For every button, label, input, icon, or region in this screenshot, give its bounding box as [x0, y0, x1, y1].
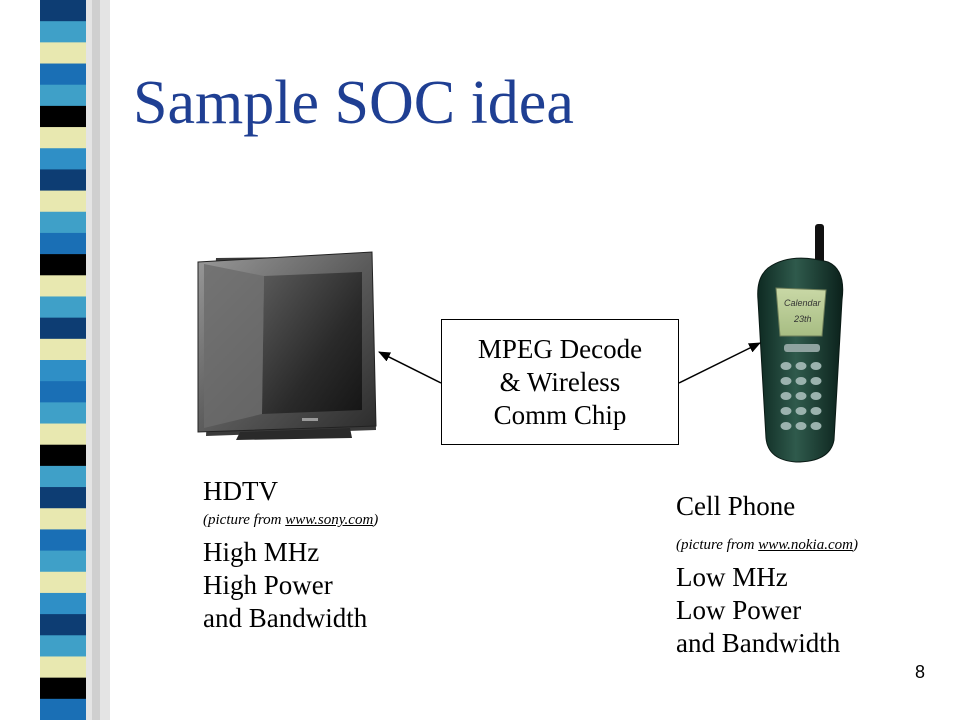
phone-spec-1: Low MHz: [676, 562, 788, 592]
stripe-block: [40, 444, 86, 467]
phone-key: [780, 377, 792, 385]
phone-credit-suffix: ): [852, 537, 858, 553]
arrow-to-tv: [378, 351, 442, 384]
tv-spec-3: and Bandwidth: [203, 603, 368, 633]
stripe-block: [40, 698, 86, 720]
phone-key: [780, 362, 792, 370]
phone-key: [810, 407, 822, 415]
stripe-block: [40, 360, 86, 382]
stripe-block: [40, 550, 86, 573]
phone-key: [780, 422, 792, 430]
stripe-block: [40, 381, 86, 403]
stripe-block: [40, 0, 86, 22]
stripe-block: [40, 296, 86, 319]
stripe-block: [40, 402, 86, 425]
slide-title: Sample SOC idea: [133, 69, 574, 137]
stripe-block: [40, 42, 86, 65]
stripe-block: [40, 677, 86, 700]
phone-key: [795, 422, 807, 430]
phone-key: [780, 407, 792, 415]
chip-line-2: & Wireless: [499, 366, 621, 397]
stripe-block: [40, 211, 86, 234]
stripe-block: [40, 127, 86, 149]
phone-icon: Calendar 23th: [757, 224, 844, 463]
chip-box: MPEG Decode & Wireless Comm Chip: [441, 319, 679, 445]
stripe-block: [40, 148, 86, 170]
tv-name: HDTV: [203, 476, 278, 506]
stripe-block: [40, 317, 86, 340]
stripe-block: [40, 232, 86, 255]
stripe-block: [40, 84, 86, 107]
stripe-block: [40, 592, 86, 615]
stripe-block: [40, 571, 86, 594]
stripe-block: [40, 614, 86, 636]
stripe-block: [40, 635, 86, 657]
tv-credit: (picture from www.sony.com): [203, 510, 378, 530]
phone-name: Cell Phone: [676, 491, 796, 521]
phone-key: [795, 362, 807, 370]
phone-screen-line-1: Calendar: [784, 298, 822, 308]
phone-credit-link[interactable]: www.nokia.com: [758, 537, 853, 553]
stripe-block: [40, 21, 86, 43]
stripe-block: [40, 105, 86, 128]
arrow-to-phone: [678, 342, 761, 384]
stripe-block: [40, 465, 86, 488]
phone-description: Cell Phone (picture from www.nokia.com) …: [676, 489, 858, 660]
chip-line-1: MPEG Decode: [477, 333, 643, 364]
phone-key: [795, 377, 807, 385]
phone-screen-line-2: 23th: [793, 314, 812, 324]
tv-credit-link[interactable]: www.sony.com: [285, 512, 374, 528]
phone-key: [795, 407, 807, 415]
phone-credit: (picture from www.nokia.com): [676, 535, 858, 555]
stripe-block: [40, 529, 86, 552]
tv-description: HDTV (picture from www.sony.com) High MH…: [203, 474, 378, 635]
phone-keypad: [780, 362, 822, 430]
chip-line-3: Comm Chip: [493, 399, 627, 430]
stripe-block: [40, 487, 86, 509]
stripe-block: [40, 508, 86, 530]
stripe-block: [40, 190, 86, 213]
tv-credit-prefix: (picture from: [203, 512, 286, 528]
stripe-block: [40, 423, 86, 446]
decorative-stripe: [0, 0, 110, 720]
stripe-block: [40, 275, 86, 297]
phone-spec-2: Low Power: [676, 595, 802, 625]
stripe-block: [40, 254, 86, 276]
stripe-block: [40, 338, 86, 361]
tv-spec-2: High Power: [203, 570, 333, 600]
phone-key: [795, 392, 807, 400]
phone-key: [780, 392, 792, 400]
tv-icon: [197, 251, 377, 440]
phone-spec-3: and Bandwidth: [676, 628, 841, 658]
phone-key: [810, 422, 822, 430]
page-number: 8: [915, 662, 926, 682]
phone-key: [810, 392, 822, 400]
stripe-block: [40, 63, 86, 86]
phone-key: [810, 377, 822, 385]
tv-credit-suffix: ): [373, 512, 379, 528]
tv-spec-1: High MHz: [203, 537, 320, 567]
phone-key: [810, 362, 822, 370]
stripe-block: [40, 656, 86, 679]
stripe-block: [40, 169, 86, 192]
phone-credit-prefix: (picture from: [676, 537, 759, 553]
